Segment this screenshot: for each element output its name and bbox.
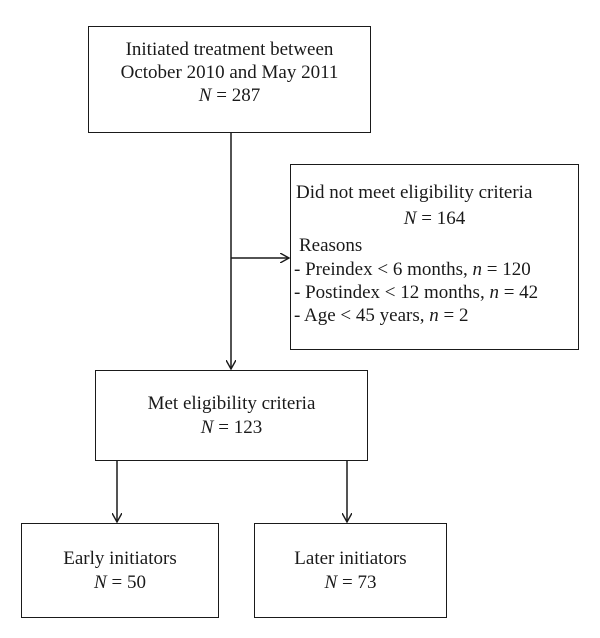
- reason-item: - Age < 45 years, n = 2: [294, 305, 468, 327]
- initiated-treatment-box: Initiated treatment between October 2010…: [88, 26, 371, 133]
- excluded-line1: Did not meet eligibility criteria: [296, 182, 533, 203]
- excluded-box: Did not meet eligibility criteria N = 16…: [290, 164, 579, 350]
- later-line1: Later initiators: [294, 548, 407, 569]
- reason-item: - Preindex < 6 months, n = 120: [294, 259, 531, 281]
- eligible-box: Met eligibility criteria N = 123: [95, 370, 368, 461]
- early-count-label: N: [94, 572, 107, 593]
- reason-n-value: = 2: [443, 305, 469, 326]
- reasons-title: Reasons: [299, 235, 363, 256]
- excluded-count-value: = 164: [421, 208, 466, 229]
- reason-n-value: = 120: [486, 259, 531, 280]
- early-line1: Early initiators: [63, 548, 177, 569]
- early-count: N = 50: [22, 572, 218, 594]
- reason-n-label: n: [472, 259, 483, 280]
- later-initiators-box: Later initiators N = 73: [254, 523, 447, 618]
- eligible-count-label: N: [200, 417, 214, 438]
- later-count-value: = 73: [341, 572, 377, 593]
- initiated-count-label: N: [198, 85, 212, 106]
- initiated-line2: October 2010 and May 2011: [120, 62, 339, 83]
- reason-n-value: = 42: [503, 282, 539, 303]
- reason-n-label: n: [489, 282, 499, 303]
- reason-text: - Preindex < 6 months,: [294, 259, 473, 280]
- later-count-label: N: [324, 572, 338, 593]
- early-initiators-box: Early initiators N = 50: [21, 523, 219, 618]
- initiated-line1: Initiated treatment between: [125, 39, 334, 60]
- eligible-count-value: = 123: [218, 417, 263, 438]
- reason-text: - Age < 45 years,: [294, 305, 430, 326]
- reason-n-label: n: [429, 305, 439, 326]
- eligible-count: N = 123: [96, 417, 367, 439]
- eligible-line1: Met eligibility criteria: [147, 393, 316, 414]
- initiated-count: N = 287: [89, 85, 370, 107]
- later-count: N = 73: [255, 572, 446, 594]
- reason-item: - Postindex < 12 months, n = 42: [294, 282, 538, 304]
- reason-text: - Postindex < 12 months,: [294, 282, 490, 303]
- excluded-count: N = 164: [291, 208, 578, 230]
- excluded-count-label: N: [403, 208, 417, 229]
- initiated-count-value: = 287: [216, 85, 261, 106]
- early-count-value: = 50: [111, 572, 146, 593]
